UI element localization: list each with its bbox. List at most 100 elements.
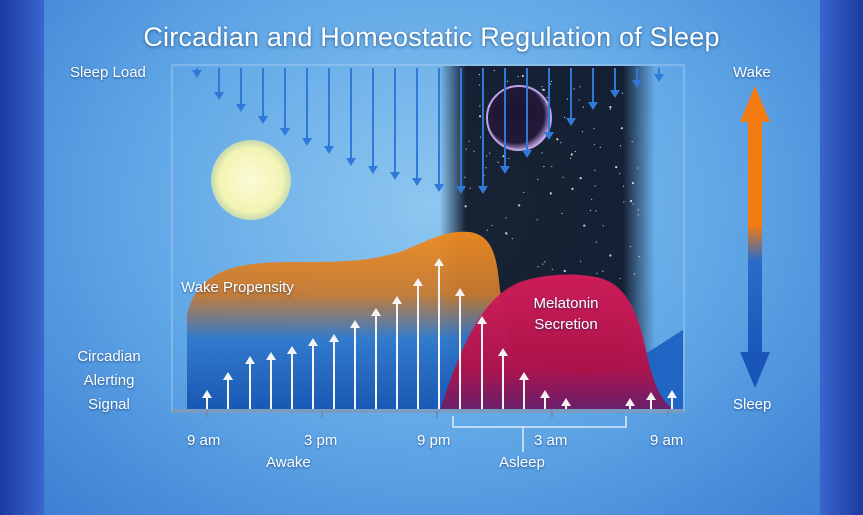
star <box>465 148 467 150</box>
sleep-load-arrowhead <box>214 92 224 100</box>
star <box>537 178 539 181</box>
circadian-arrowhead <box>308 338 318 346</box>
circadian-arrowhead <box>646 392 656 400</box>
sleep-load-arrowhead <box>236 104 246 112</box>
circadian-arrowhead <box>434 258 444 266</box>
star <box>637 214 639 216</box>
star <box>620 127 623 130</box>
circadian-arrowhead <box>540 390 550 398</box>
star <box>546 96 548 99</box>
star <box>478 74 480 76</box>
star <box>594 169 596 171</box>
star <box>485 167 487 169</box>
circadian-arrowhead <box>413 278 423 286</box>
star <box>517 75 519 78</box>
star <box>631 140 633 143</box>
star <box>589 210 592 212</box>
diagram-title: Circadian and Homeostatic Regulation of … <box>143 22 720 52</box>
star <box>636 167 639 169</box>
star <box>583 224 586 227</box>
melatonin-label-line-2: Secretion <box>534 316 598 333</box>
wake-propensity-label: Wake Propensity <box>181 279 294 296</box>
star <box>595 210 597 212</box>
star <box>489 152 491 154</box>
sleep-load-arrowhead <box>412 178 422 186</box>
asleep-bracket <box>452 416 627 452</box>
circadian-arrowhead <box>350 320 360 328</box>
star <box>594 185 596 187</box>
circadian-arrowhead <box>561 398 571 406</box>
circadian-label-line-1: Circadian <box>77 348 141 365</box>
sleep-load-arrowhead <box>434 184 444 192</box>
circadian-arrowhead <box>287 346 297 354</box>
star <box>493 70 495 72</box>
sleep-load-arrowhead <box>588 102 598 110</box>
tick-label-3pm: 3 pm <box>304 432 338 449</box>
star <box>609 254 612 257</box>
star <box>505 232 507 234</box>
star <box>638 256 640 258</box>
star <box>549 83 552 85</box>
sleep-load-arrowhead <box>610 90 620 98</box>
star <box>479 136 482 138</box>
sleep-load-arrowhead <box>280 128 290 136</box>
sleep-scale-label: Sleep <box>733 396 772 413</box>
tick-label-3am: 3 am <box>534 432 568 449</box>
x-axis-ticks <box>206 411 669 418</box>
star <box>560 142 562 144</box>
circadian-label-line-3: Signal <box>88 396 130 413</box>
circadian-arrowhead <box>625 398 635 406</box>
star <box>502 155 504 158</box>
star <box>602 225 604 227</box>
sleep-load-arrowhead <box>566 118 576 126</box>
star <box>473 150 475 152</box>
star <box>523 191 525 194</box>
tick-label-9am-next: 9 am <box>650 432 684 449</box>
star <box>497 161 499 163</box>
star <box>468 140 470 142</box>
star <box>574 150 576 153</box>
circadian-arrowhead <box>392 296 402 304</box>
star <box>464 176 466 178</box>
star <box>536 219 538 221</box>
star <box>629 245 632 248</box>
star <box>564 116 566 118</box>
star <box>541 152 543 154</box>
star <box>543 166 545 168</box>
star <box>569 157 572 159</box>
sleep-load-arrowhead <box>522 150 532 158</box>
star <box>507 80 509 82</box>
circadian-arrowhead <box>667 390 677 398</box>
circadian-alerting-arrows <box>202 258 677 409</box>
star <box>551 268 553 271</box>
circadian-arrowhead <box>245 356 255 364</box>
sleep-load-arrowhead <box>544 132 554 140</box>
star <box>541 85 543 88</box>
star <box>566 98 569 100</box>
awake-label: Awake <box>266 454 311 471</box>
star <box>469 187 471 189</box>
star <box>615 165 618 169</box>
star <box>609 106 612 109</box>
star <box>491 224 493 227</box>
star <box>550 80 553 83</box>
star <box>486 229 488 231</box>
sleep-load-arrowhead <box>368 166 378 174</box>
star <box>623 201 625 203</box>
circadian-arrowhead <box>266 352 276 360</box>
star <box>573 88 575 90</box>
sleep-load-arrowhead <box>302 138 312 146</box>
star <box>562 176 564 178</box>
sleep-load-label: Sleep Load <box>70 64 146 81</box>
star <box>578 99 580 101</box>
star <box>541 89 543 91</box>
star <box>537 266 539 268</box>
asleep-label: Asleep <box>499 454 545 471</box>
star <box>591 198 593 201</box>
wake-sleep-scale-arrow <box>740 86 770 388</box>
wake-scale-label: Wake <box>733 64 771 81</box>
sleep-load-arrows <box>192 68 664 194</box>
star <box>631 182 635 185</box>
circadian-arrowhead <box>455 288 465 296</box>
